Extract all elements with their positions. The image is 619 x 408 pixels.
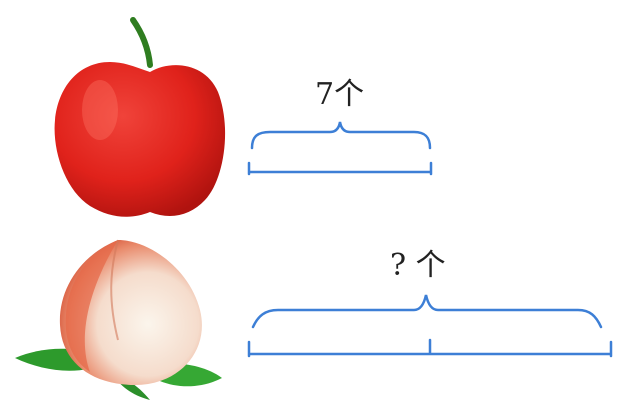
apple-count-label: 7个 bbox=[315, 77, 365, 112]
peach-length-segment bbox=[247, 338, 613, 358]
peach-count-brace bbox=[251, 294, 603, 329]
peach-count-label: ? 个 bbox=[390, 248, 446, 283]
apple-count-brace bbox=[250, 121, 432, 150]
apple-length-segment bbox=[247, 161, 433, 176]
